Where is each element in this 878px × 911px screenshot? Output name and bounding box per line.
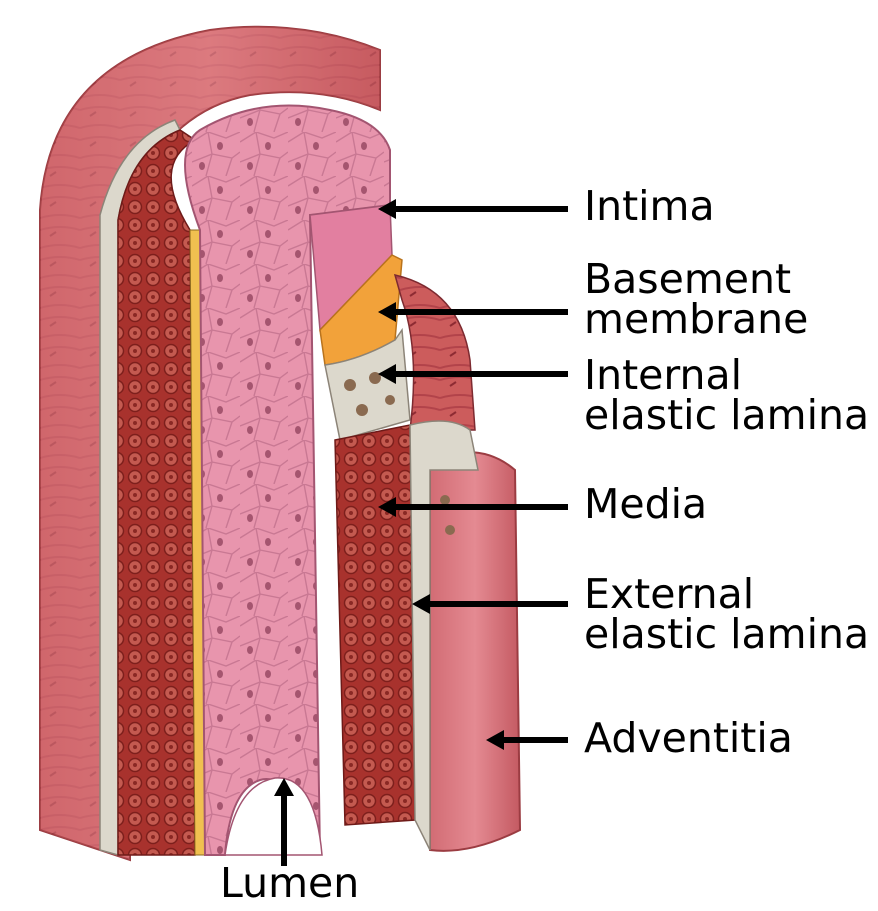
media-right-block — [335, 425, 415, 825]
arrow-intima — [378, 199, 568, 219]
label-lumen: Lumen — [220, 860, 359, 906]
label-adventitia: Adventitia — [584, 715, 793, 761]
label-media: Media — [584, 481, 707, 527]
label-intima: Intima — [584, 183, 715, 229]
label-external-elastic-lamina-line2: elastic lamina — [584, 611, 869, 657]
label-basement-membrane-line2: membrane — [584, 296, 808, 342]
media-left — [118, 130, 195, 855]
adventitia-right-shell — [430, 452, 520, 851]
label-internal-elastic-lamina-line2: elastic lamina — [584, 392, 869, 438]
